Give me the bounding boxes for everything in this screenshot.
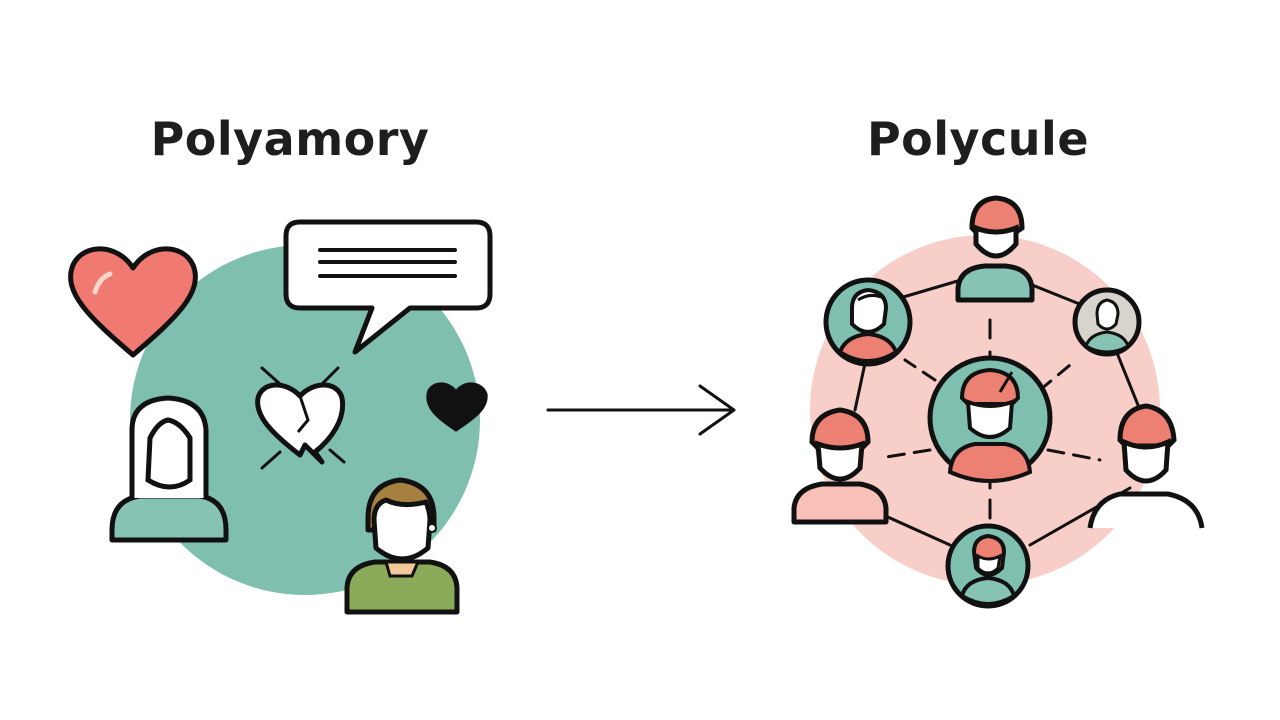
person-icon-upper-right: [1072, 287, 1142, 357]
man-icon: [344, 477, 460, 615]
arrow-right-icon: [546, 384, 736, 436]
polyamory-title: Polyamory: [150, 112, 430, 166]
heart-icon: [68, 246, 198, 358]
polycule-title: Polycule: [866, 112, 1090, 166]
woman-icon: [109, 395, 229, 543]
broken-heart-icon: [255, 366, 346, 470]
person-icon-left: [791, 407, 889, 525]
center-person-icon: [927, 355, 1053, 483]
speech-bubble-icon: [283, 219, 493, 355]
person-icon-right: [1087, 403, 1205, 529]
person-icon-upper-left: [823, 277, 913, 367]
person-icon-top: [955, 195, 1035, 303]
polyamory-illustration: [68, 219, 493, 615]
person-icon-bottom: [945, 523, 1031, 609]
polycule-network: [791, 195, 1205, 609]
black-heart-icon: [426, 382, 488, 432]
